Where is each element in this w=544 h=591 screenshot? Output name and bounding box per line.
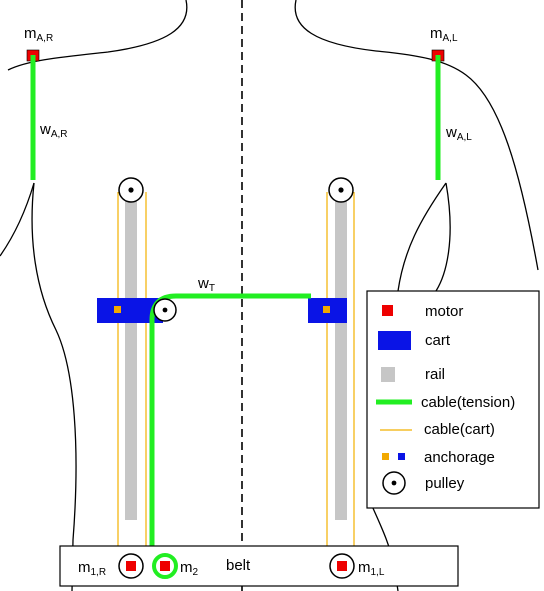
rail-left-side <box>335 190 347 520</box>
motor-icon <box>382 305 393 316</box>
anchorage-left-cart <box>323 306 330 313</box>
legend-label-cable-tension: cable(tension) <box>421 394 515 411</box>
torso-right-contour <box>294 0 539 292</box>
label-belt: belt <box>226 557 251 574</box>
pulley-top-left-side <box>328 177 354 203</box>
anchorage-right-cart <box>114 306 121 313</box>
motor-m1l <box>329 553 355 579</box>
right-arm-contour <box>397 182 447 292</box>
cart-cables <box>117 192 355 560</box>
label-m-1r: m1,R <box>78 559 106 578</box>
cable-w-t <box>149 293 311 575</box>
motor-m1r <box>118 553 144 579</box>
pulley-top-right-side <box>118 177 144 203</box>
motor-m2 <box>152 553 178 579</box>
cart-icon <box>378 331 411 350</box>
legend-label-pulley: pulley <box>425 475 465 492</box>
legend-label-motor: motor <box>425 303 463 320</box>
label-w-ar: wA,R <box>39 121 68 140</box>
rail-right-side <box>125 190 137 520</box>
label-m-1l: m1,L <box>358 559 385 578</box>
legend-label-cart: cart <box>425 332 451 349</box>
legend-label-rail: rail <box>425 366 445 383</box>
left-arm-contour <box>0 182 35 257</box>
anchorage-icon <box>382 453 405 460</box>
label-m-al: mA,L <box>430 25 458 44</box>
label-m-ar: mA,R <box>24 25 53 44</box>
label-w-al: wA,L <box>445 124 472 143</box>
legend-label-anchorage: anchorage <box>424 449 495 466</box>
pulley-cart <box>153 298 177 322</box>
legend: motor cart rail cable(tension) cable(car… <box>366 290 540 509</box>
label-w-t: wT <box>197 275 215 294</box>
label-m-2: m2 <box>180 559 199 578</box>
torso-left-contour <box>7 0 188 591</box>
pulley-icon <box>382 471 406 495</box>
legend-label-cable-cart: cable(cart) <box>424 421 495 438</box>
rail-icon <box>381 367 395 382</box>
